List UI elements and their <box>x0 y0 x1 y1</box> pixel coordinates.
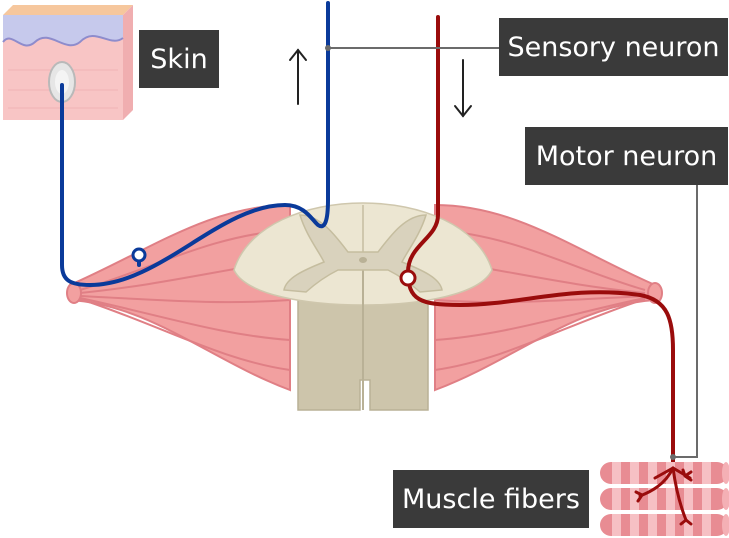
motor-end-plates <box>634 466 693 526</box>
motor-neuron-path <box>406 15 675 472</box>
skin-epidermis-layer <box>3 15 123 46</box>
central-canal <box>359 257 367 263</box>
skin-label: Skin <box>139 30 219 88</box>
muscle-fiber-row <box>600 514 729 536</box>
muscle-fibers-label: Muscle fibers <box>393 470 589 528</box>
skin-block <box>2 5 133 120</box>
muscle-fiber-row <box>600 488 729 510</box>
leader-lines <box>328 47 698 458</box>
sensory-neuron-label: Sensory neuron <box>499 18 728 76</box>
sensory-ganglion <box>131 247 147 263</box>
muscle-bundle-left <box>69 203 291 392</box>
motor-leader-line <box>675 185 698 458</box>
motor-neuron-label: Motor neuron <box>525 127 728 185</box>
down-arrow-icon <box>454 59 472 118</box>
muscle-fibers <box>600 462 729 536</box>
motor-neuron-cell-body <box>399 269 417 287</box>
up-arrow-icon <box>289 48 307 105</box>
